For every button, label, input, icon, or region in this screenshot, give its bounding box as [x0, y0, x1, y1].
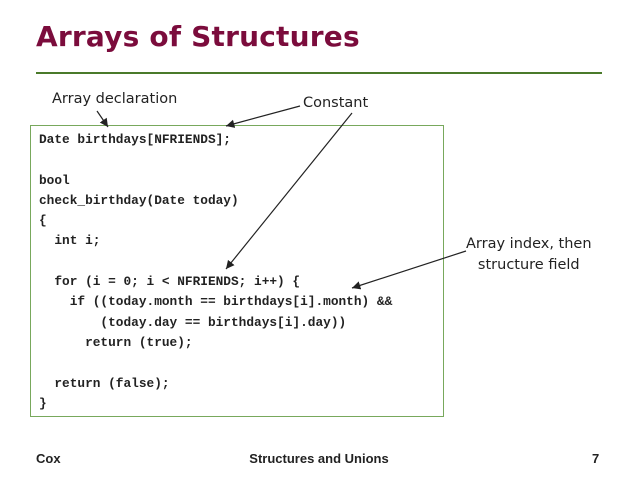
- code-block: Date birthdays[NFRIENDS]; bool check_bir…: [30, 125, 444, 417]
- callout-array-index: Array index, then structure field: [466, 234, 592, 276]
- footer-topic: Structures and Unions: [249, 451, 389, 466]
- title-divider: [36, 72, 602, 74]
- callout-constant: Constant: [303, 95, 369, 111]
- callout-array-declaration: Array declaration: [52, 91, 178, 107]
- code-line: bool: [39, 173, 70, 188]
- code-line: for (i = 0; i < NFRIENDS; i++) {: [39, 274, 301, 289]
- code-line: }: [39, 396, 47, 411]
- code-line: if ((today.month == birthdays[i].month) …: [39, 294, 393, 309]
- array-index-arrow: [351, 250, 467, 290]
- slide-title: Arrays of Structures: [36, 20, 360, 53]
- code-line: {: [39, 213, 47, 228]
- code-line: return (false);: [39, 376, 170, 391]
- code-line: int i;: [39, 233, 101, 248]
- callout-array-index-line1: Array index, then: [466, 236, 592, 252]
- code-line: return (true);: [39, 335, 193, 350]
- page-number: 7: [592, 451, 600, 466]
- callout-array-index-line2: structure field: [477, 257, 580, 273]
- footer-author: Cox: [36, 451, 61, 466]
- code-line: Date birthdays[NFRIENDS];: [39, 132, 231, 147]
- declaration-arrow: [96, 110, 109, 128]
- code-line: check_birthday(Date today): [39, 193, 239, 208]
- constant-to-declaration-arrow: [225, 105, 301, 128]
- code-line: (today.day == birthdays[i].day)): [39, 315, 347, 330]
- constant-to-loop-arrow: [225, 112, 353, 270]
